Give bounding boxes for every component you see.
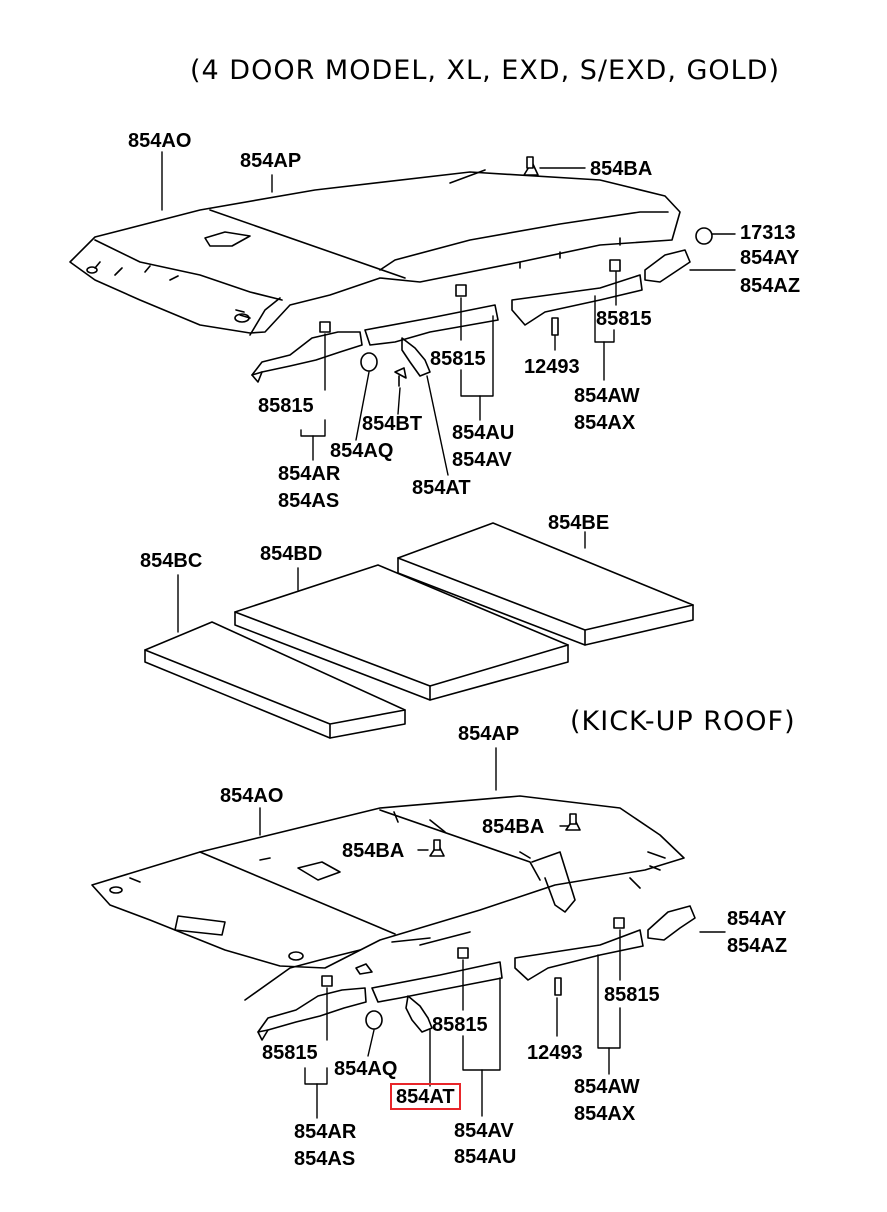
label-854AV[interactable]: 854AV	[454, 1120, 514, 1142]
label-854AW[interactable]: 854AW	[574, 1076, 640, 1098]
label-854AY[interactable]: 854AY	[727, 908, 787, 930]
label-85815[interactable]: 85815	[258, 395, 314, 417]
label-854BT[interactable]: 854BT	[362, 413, 423, 435]
label-854AQ[interactable]: 854AQ	[330, 440, 394, 462]
label-854AZ[interactable]: 854AZ	[727, 935, 788, 957]
label-854AQ[interactable]: 854AQ	[334, 1058, 398, 1080]
label-85815[interactable]: 85815	[432, 1014, 488, 1036]
label-854BD[interactable]: 854BD	[260, 543, 323, 565]
label-854AR[interactable]: 854AR	[294, 1121, 357, 1143]
clips-bottom	[321, 813, 625, 1030]
pads	[144, 522, 694, 739]
label-854AO[interactable]: 854AO	[220, 785, 284, 807]
side-rails-top	[251, 249, 691, 383]
label-854AR[interactable]: 854AR	[278, 463, 341, 485]
label-854BA[interactable]: 854BA	[342, 840, 405, 862]
leaders-top	[161, 151, 736, 476]
leaders-pads	[177, 531, 586, 633]
clips-top	[319, 156, 713, 387]
label-854AT[interactable]: 854AT	[412, 477, 471, 499]
label-854AO[interactable]: 854AO	[128, 130, 192, 152]
label-12493[interactable]: 12493	[524, 356, 580, 378]
label-17313[interactable]: 17313	[740, 222, 796, 244]
caption-kick-up-roof: (KICK-UP ROOF)	[570, 706, 796, 737]
label-854AT-highlighted[interactable]: 854AT	[390, 1083, 461, 1110]
label-854AW[interactable]: 854AW	[574, 385, 640, 407]
label-85815[interactable]: 85815	[430, 348, 486, 370]
label-854AU[interactable]: 854AU	[454, 1146, 517, 1168]
side-rails-bottom	[257, 905, 696, 1041]
leaders-bottom	[259, 747, 726, 1119]
label-854AY[interactable]: 854AY	[740, 247, 800, 269]
label-854AX[interactable]: 854AX	[574, 412, 636, 434]
label-854AP[interactable]: 854AP	[240, 150, 302, 172]
label-854BE[interactable]: 854BE	[548, 512, 610, 534]
label-854BA[interactable]: 854BA	[482, 816, 545, 838]
label-854BC[interactable]: 854BC	[140, 550, 203, 572]
caption-top-model: (4 DOOR MODEL, XL, EXD, S/EXD, GOLD)	[190, 55, 781, 86]
headliner-bottom	[91, 795, 685, 1001]
label-854AZ[interactable]: 854AZ	[740, 275, 801, 297]
label-854AU[interactable]: 854AU	[452, 422, 515, 444]
label-854BA[interactable]: 854BA	[590, 158, 653, 180]
headliner-top	[69, 169, 681, 336]
label-854AX[interactable]: 854AX	[574, 1103, 636, 1125]
label-854AS[interactable]: 854AS	[294, 1148, 356, 1170]
label-85815[interactable]: 85815	[604, 984, 660, 1006]
label-854AS[interactable]: 854AS	[278, 490, 340, 512]
label-854AP[interactable]: 854AP	[458, 723, 520, 745]
label-85815[interactable]: 85815	[262, 1042, 318, 1064]
label-854AV[interactable]: 854AV	[452, 449, 512, 471]
label-85815[interactable]: 85815	[596, 308, 652, 330]
label-12493[interactable]: 12493	[527, 1042, 583, 1064]
